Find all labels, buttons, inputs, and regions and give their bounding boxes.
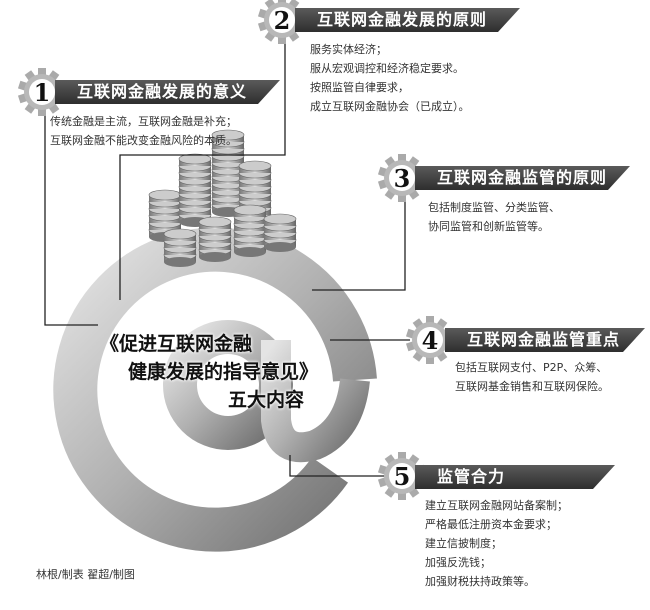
center-title-line1: 《促进互联网金融 [100, 333, 253, 355]
credit: 林根/制表 翟超/制图 [36, 568, 135, 581]
section-text-line: 包括制度监管、分类监管、 [428, 201, 560, 214]
connector-lines [44, 42, 410, 477]
center-title-line2: 健康发展的指导意见》 [128, 361, 319, 383]
section-text-line: 严格最低注册资本金要求； [425, 518, 557, 531]
section-text-line: 建立互联网金融网站备案制； [425, 499, 568, 512]
section-text-line: 成立互联网金融协会（已成立）。 [310, 100, 470, 113]
section-text-line: 服务实体经济； [310, 43, 387, 56]
section-text-line: 加强反洗钱； [425, 556, 491, 569]
section-text-line: 按照监管自律要求， [310, 81, 409, 94]
section-text-line: 互联网基金销售和互联网保险。 [455, 380, 609, 393]
section-title: 监管合力 [415, 465, 615, 489]
section-text-line: 建立信披制度； [425, 537, 502, 550]
section-number: 3 [394, 164, 411, 193]
at-symbol [53, 227, 377, 552]
section-text-line: 包括互联网支付、P2P、众筹、 [455, 361, 608, 374]
gear-icon: 1 [18, 68, 66, 116]
section-number: 4 [422, 326, 439, 355]
section-text-line: 传统金融是主流，互联网金融是补充； [50, 115, 237, 128]
section-number: 1 [34, 78, 51, 107]
section-number: 2 [274, 6, 291, 35]
section-title: 互联网金融监管的原则 [415, 166, 630, 190]
section-text-line: 协同监管和创新监管等。 [428, 220, 549, 233]
section-title: 互联网金融发展的意义 [55, 80, 280, 104]
gear-icon: 5 [378, 452, 426, 500]
section-title: 互联网金融发展的原则 [295, 8, 520, 32]
center-title-line3: 五大内容 [228, 389, 305, 411]
section-number: 5 [394, 462, 411, 491]
section-text-line: 服从宏观调控和经济稳定要求。 [310, 62, 464, 75]
section-title: 互联网金融监管重点 [445, 328, 645, 352]
coin-stacks [148, 129, 297, 267]
section-text-line: 互联网金融不能改变金融风险的本质。 [50, 134, 237, 147]
section-text-line: 加强财税扶持政策等。 [425, 575, 535, 588]
